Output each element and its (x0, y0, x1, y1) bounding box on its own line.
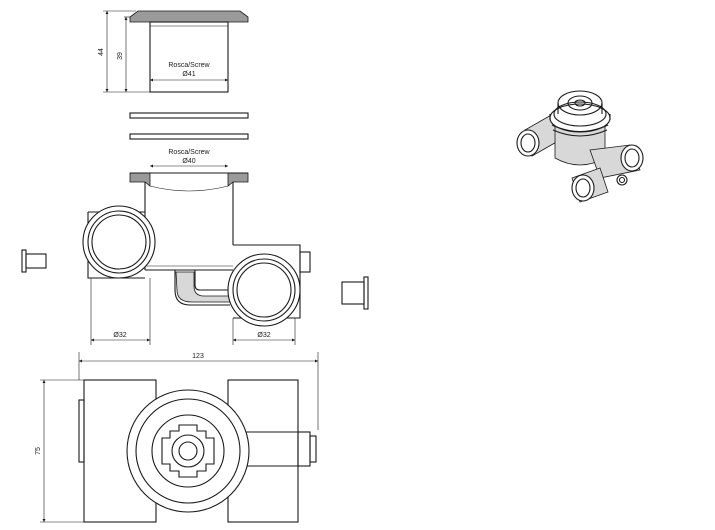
outlet-diameter-dimensions: Ø32 Ø32 (90, 278, 296, 345)
drain-body-side-view: Rosca/Screw Ø40 (82, 149, 311, 327)
screw-label-mid: Rosca/Screw (168, 149, 210, 156)
diameter-top-label: Ø41 (182, 71, 195, 78)
plan-view-width-dimension: 123 (78, 352, 319, 430)
screw-label-top: Rosca/Screw (168, 62, 210, 69)
plan-view-height-dimension: 75 (35, 379, 84, 523)
cover-cap-side-view: Rosca/Screw Ø41 (129, 10, 249, 93)
diameter-right-label: Ø32 (257, 332, 270, 339)
height-inner-label: 39 (117, 52, 124, 60)
width-total-label: 123 (192, 353, 204, 360)
height-dimensions: 44 39 (98, 10, 150, 93)
diameter-left-label: Ø32 (113, 332, 126, 339)
drain-plan-view (78, 379, 317, 523)
height-plan-label: 75 (35, 447, 42, 455)
gasket-plates (129, 112, 249, 140)
drain-isometric-view (516, 90, 644, 203)
side-plug-right (341, 276, 369, 310)
side-plug-left (21, 249, 47, 273)
diameter-mid-label: Ø40 (182, 158, 195, 165)
height-total-label: 44 (98, 48, 105, 56)
